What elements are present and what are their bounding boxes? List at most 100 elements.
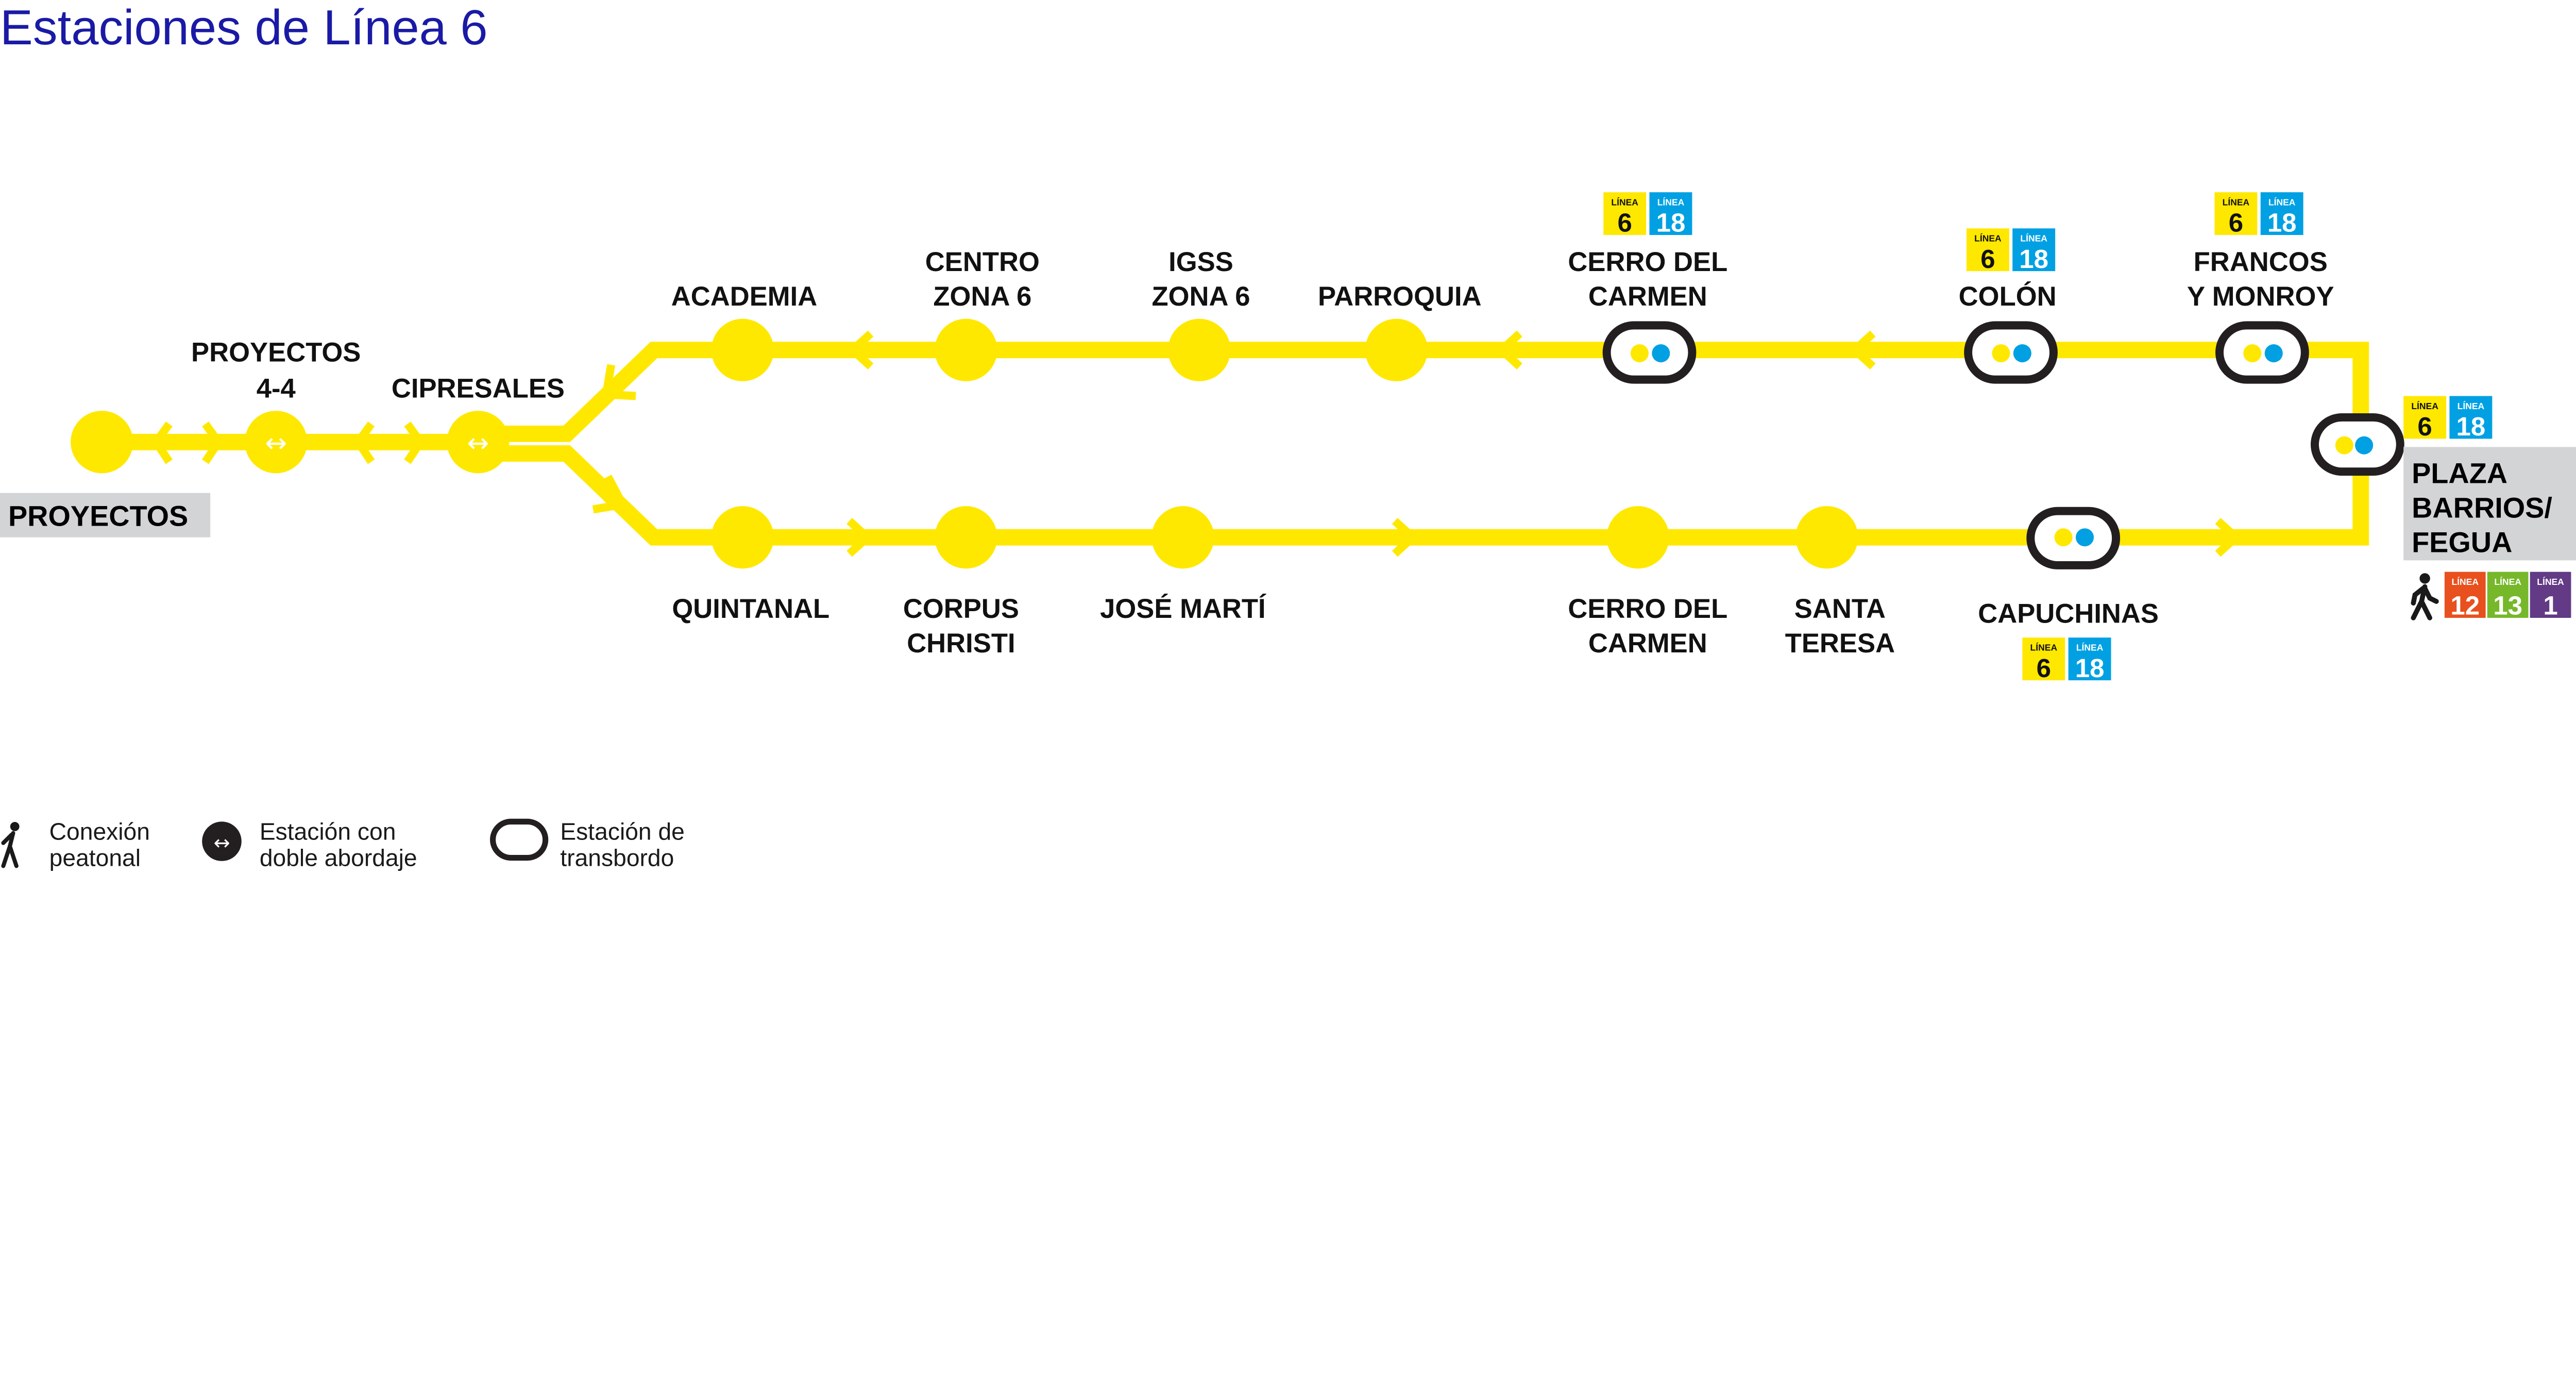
legend-label: Estación de [560,818,685,845]
direction-arrows [151,330,2242,557]
svg-text:6: 6 [2417,412,2432,441]
line-6-map: Estaciones de Línea 6 ↔ ↔ PROYECTOS PROY… [0,0,2576,871]
station-label: IGSS [1168,247,1233,277]
svg-text:13: 13 [2493,591,2522,620]
station-label: JOSÉ MARTÍ [1100,594,1266,624]
terminal-label-bg [0,493,211,537]
svg-text:1: 1 [2543,591,2557,620]
station-label: FRANCOS [2194,247,2328,277]
station-label: PARROQUIA [1318,281,1482,312]
station-label: Y MONROY [2187,281,2334,312]
svg-text:LÍNEA: LÍNEA [1611,197,1638,208]
svg-text:6: 6 [2037,653,2051,683]
station-cerro-del-carmen-south[interactable] [1606,506,1669,569]
station-label: QUINTANAL [672,594,829,624]
station-label: CORPUS [903,594,1019,624]
station-francos-y-monroy[interactable] [2215,321,2309,384]
svg-text:LÍNEA: LÍNEA [2268,197,2296,208]
legend-label: doble abordaje [260,844,417,871]
legend-label: Estación con [260,818,396,845]
station-proyectos-4-4[interactable]: ↔ [245,411,308,474]
legend: Conexión peatonal ↔ Estación con doble a… [1,818,685,871]
legend-label: peatonal [49,844,141,871]
arrow-left-icon [1495,330,1522,369]
svg-text:18: 18 [2019,244,2048,274]
svg-text:LÍNEA: LÍNEA [2537,576,2564,587]
station-label: TERESA [1785,628,1895,659]
station-centro-zona-6[interactable] [935,318,997,381]
station-jose-marti[interactable] [1151,506,1214,569]
double-boarding-icon: ↔ [265,428,287,459]
svg-text:18: 18 [2075,653,2105,683]
station-colon[interactable] [1964,321,2058,384]
arrow-right-icon [1392,517,1419,557]
svg-text:18: 18 [1656,208,1686,238]
station-igss-zona-6[interactable] [1168,318,1231,381]
station-label: SANTA [1794,594,1886,624]
svg-text:18: 18 [2456,412,2486,441]
page-title: Estaciones de Línea 6 [0,0,488,55]
legend-label: transbordo [560,844,674,871]
walk-icon [2411,573,2439,620]
station-cipresales[interactable]: ↔ [447,411,510,474]
svg-text:LÍNEA: LÍNEA [2076,642,2104,653]
arrow-down-right-icon [592,475,629,514]
svg-text:LÍNEA: LÍNEA [2458,400,2485,411]
svg-text:LÍNEA: LÍNEA [2030,642,2058,653]
station-academia[interactable] [711,318,774,381]
station-label: CERRO DEL [1568,594,1727,624]
station-cerro-del-carmen-north[interactable] [1602,321,1697,384]
arrow-down-left-icon [601,364,636,400]
station-parroquia[interactable] [1365,318,1428,381]
svg-text:LÍNEA: LÍNEA [2223,197,2250,208]
svg-text:6: 6 [2229,208,2243,238]
station-label: BARRIOS/ [2412,491,2552,524]
svg-text:LÍNEA: LÍNEA [2494,576,2521,587]
station-label: CIPRESALES [392,374,565,404]
station-capuchinas[interactable] [2026,507,2121,569]
legend-label: Conexión [49,818,150,845]
station-label: CHRISTI [907,628,1015,659]
svg-text:6: 6 [1980,244,1995,274]
station-label-proyectos: PROYECTOS [8,499,188,532]
station-label: CERRO DEL [1568,247,1727,277]
svg-text:LÍNEA: LÍNEA [2020,233,2047,244]
station-proyectos[interactable] [71,411,133,474]
svg-text:LÍNEA: LÍNEA [2451,576,2479,587]
station-label: ACADEMIA [671,281,817,312]
walking-connections: LÍNEA 12 LÍNEA 13 LÍNEA 1 [2411,571,2571,620]
station-label: 4-4 [257,374,296,404]
svg-text:LÍNEA: LÍNEA [2411,400,2438,411]
double-boarding-icon: ↔ [467,428,489,459]
svg-text:↔: ↔ [213,832,230,855]
legend-transfer-icon [490,818,549,861]
station-label: CAPUCHINAS [1978,599,2159,629]
station-label: FEGUA [2412,526,2512,558]
svg-text:12: 12 [2450,591,2480,620]
station-label: CARMEN [1588,281,1707,312]
station-quintanal[interactable] [711,506,774,569]
arrow-left-icon [1849,330,1876,369]
station-label: PLAZA [2412,457,2507,489]
station-corpus-christi[interactable] [935,506,997,569]
double-arrow-icon [151,422,224,464]
station-label: CENTRO [925,247,1040,277]
station-label: ZONA 6 [1152,281,1250,312]
arrow-right-icon [2215,517,2242,557]
station-plaza-barrios-fegua[interactable] [2310,413,2404,476]
station-label: ZONA 6 [933,281,1031,312]
station-label: COLÓN [1959,281,2057,312]
svg-text:18: 18 [2267,208,2297,238]
arrow-right-icon [846,517,874,557]
double-arrow-icon [353,422,426,464]
svg-text:LÍNEA: LÍNEA [1657,197,1685,208]
legend-walk-icon [1,822,20,868]
station-santa-teresa[interactable] [1795,506,1858,569]
station-label: PROYECTOS [191,338,361,368]
terminal-label-bg [2403,447,2576,561]
station-label: CARMEN [1588,628,1707,659]
